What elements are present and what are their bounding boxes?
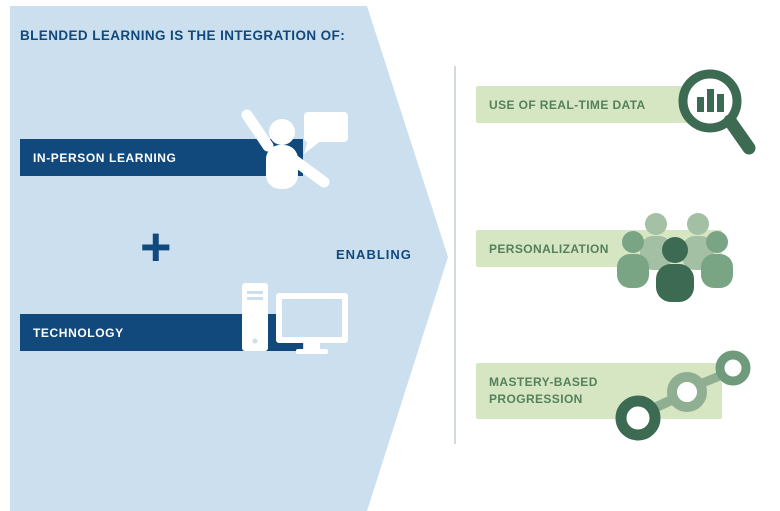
real-time-data-label: USE OF REAL-TIME DATA [489,97,646,112]
technology-label: TECHNOLOGY [33,325,124,340]
linked-circles-progression-icon [615,350,751,441]
in-person-learning-bar: IN-PERSON LEARNING [20,139,303,176]
plus-sign: + [140,217,172,277]
mastery-based-progression-label: MASTERY-BASED PROGRESSION [489,375,598,406]
infographic-title: BLENDED LEARNING IS THE INTEGRATION OF: [20,28,346,43]
person-raising-hand-speech-bubble-icon [241,109,348,189]
magnifier-bar-chart-icon [678,69,756,155]
desktop-computer-icon [242,283,348,354]
enabling-label: ENABLING [336,247,412,262]
in-person-learning-label: IN-PERSON LEARNING [33,150,177,165]
vertical-divider [454,66,456,444]
people-group-icon [617,213,733,302]
personalization-label: PERSONALIZATION [489,241,609,256]
